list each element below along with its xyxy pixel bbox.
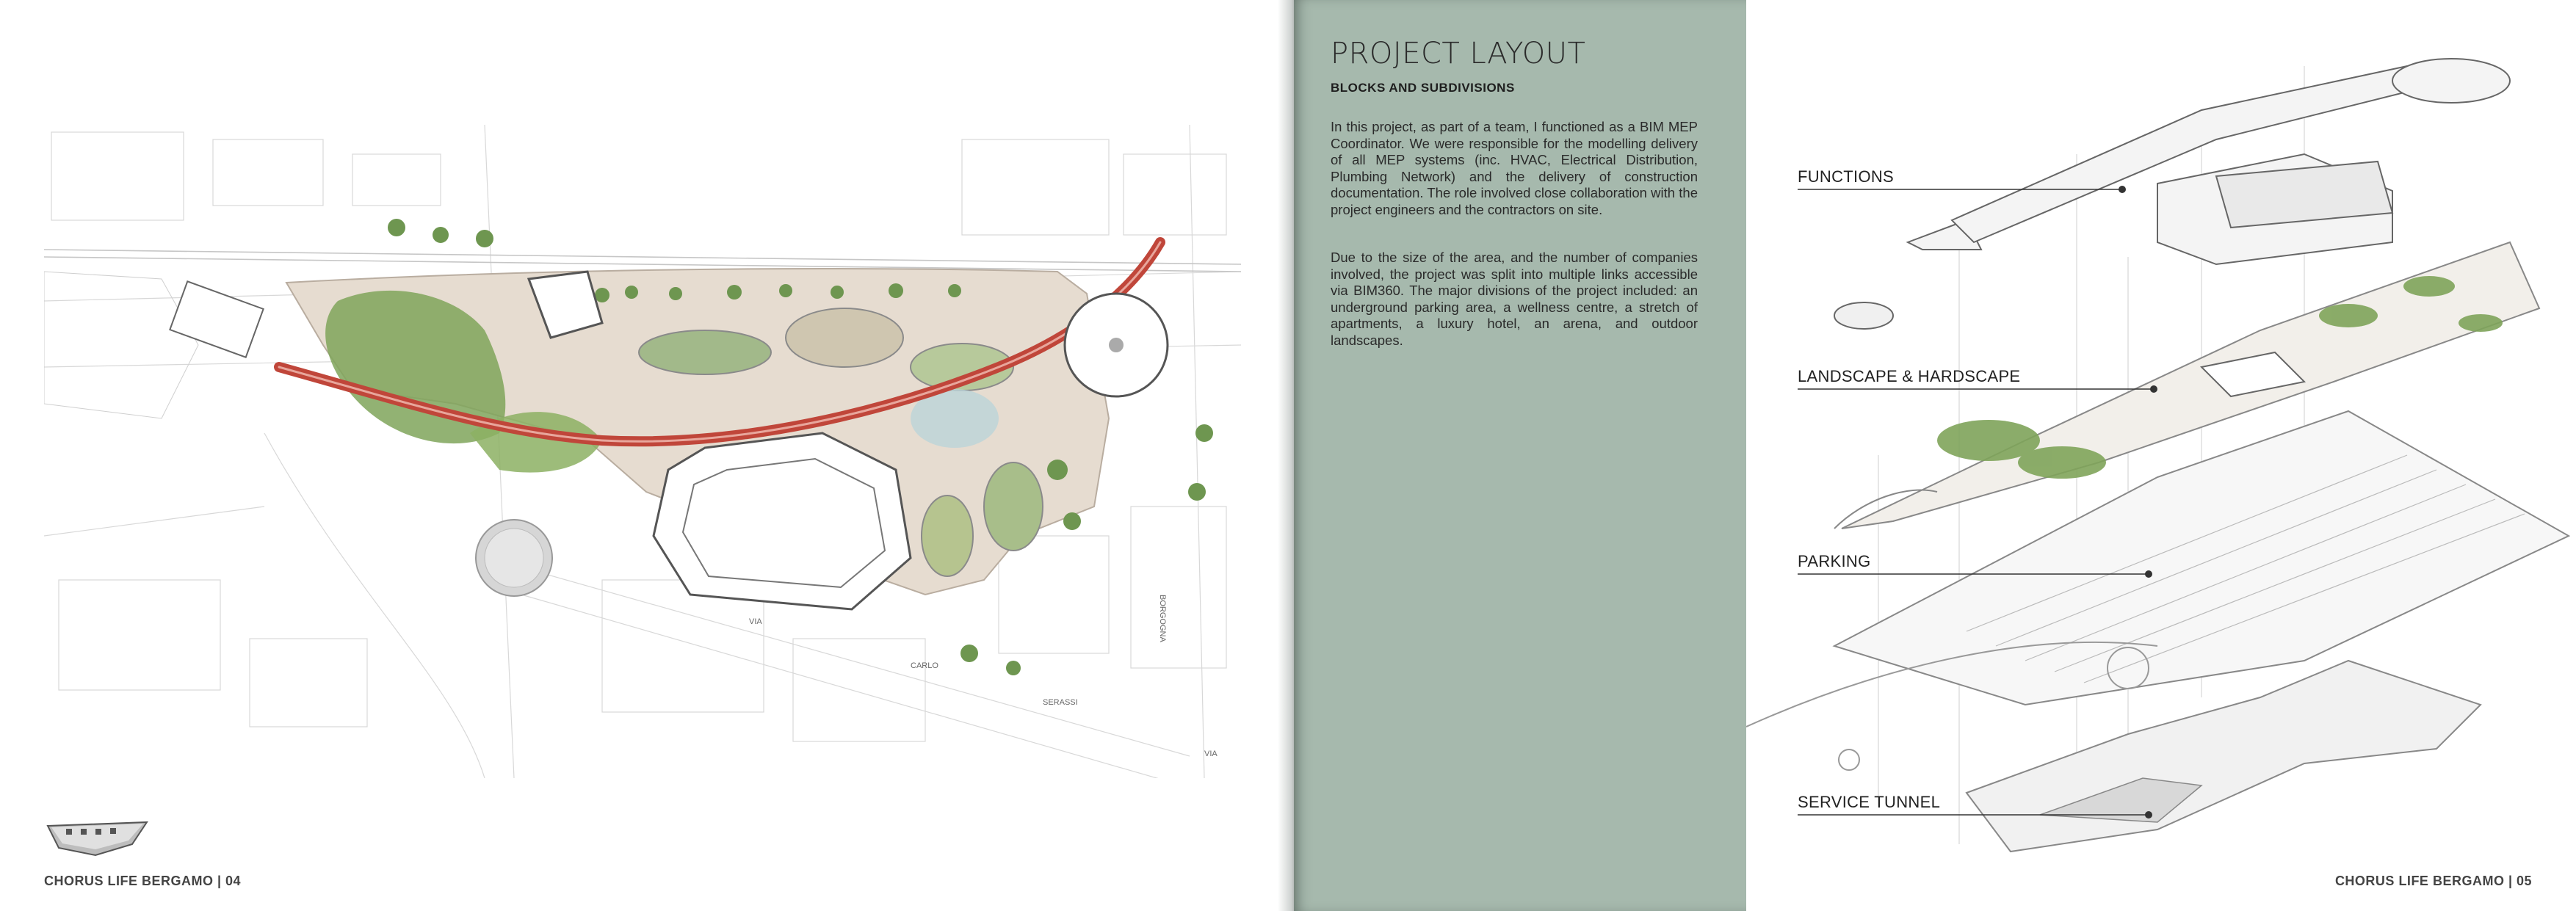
functions-layer-drawing bbox=[1906, 58, 2511, 266]
right-page: FUNCTIONS LANDSCAPE & HARDSCAPE PARKING … bbox=[1746, 0, 2576, 911]
landscape-layer-drawing bbox=[1834, 241, 2541, 529]
layer-label-parking: PARKING bbox=[1798, 552, 1871, 570]
service-tunnel-layer-drawing bbox=[1965, 659, 2482, 853]
street-label-via: VIA bbox=[749, 617, 762, 626]
panel-paragraph-2: Due to the size of the area, and the num… bbox=[1331, 250, 1698, 348]
street-label-carlo: CARLO bbox=[911, 661, 938, 670]
parking-layer-drawing bbox=[1746, 410, 2571, 771]
layer-label-functions: FUNCTIONS bbox=[1798, 167, 1895, 186]
exploded-axonometric-diagram bbox=[1746, 58, 2571, 853]
panel-subtitle: BLOCKS AND SUBDIVISIONS bbox=[1331, 81, 1515, 95]
layer-label-landscape: LANDSCAPE & HARDSCAPE bbox=[1798, 367, 2021, 385]
street-label-borgogna: BORGOGNA bbox=[1158, 595, 1167, 642]
panel-title: PROJECT LAYOUT bbox=[1331, 37, 1586, 70]
street-label-via-2: VIA bbox=[1204, 750, 1218, 758]
text-panel: PROJECT LAYOUT BLOCKS AND SUBDIVISIONS I… bbox=[1294, 0, 1746, 911]
layer-label-service-tunnel: SERVICE TUNNEL bbox=[1798, 793, 1941, 811]
page-footer-right: CHORUS LIFE BERGAMO | 05 bbox=[2334, 874, 2532, 888]
panel-paragraph-1: In this project, as part of a team, I fu… bbox=[1331, 119, 1698, 217]
left-page: VIA CARLO SERASSI BORGOGNA VIA CHORUS LI… bbox=[0, 0, 1287, 911]
page-footer-left: CHORUS LIFE BERGAMO | 04 bbox=[44, 874, 242, 888]
project-logo-mark bbox=[46, 821, 148, 857]
street-label-serassi: SERASSI bbox=[1043, 698, 1078, 707]
site-plan-drawing: VIA CARLO SERASSI BORGOGNA VIA bbox=[44, 125, 1241, 778]
